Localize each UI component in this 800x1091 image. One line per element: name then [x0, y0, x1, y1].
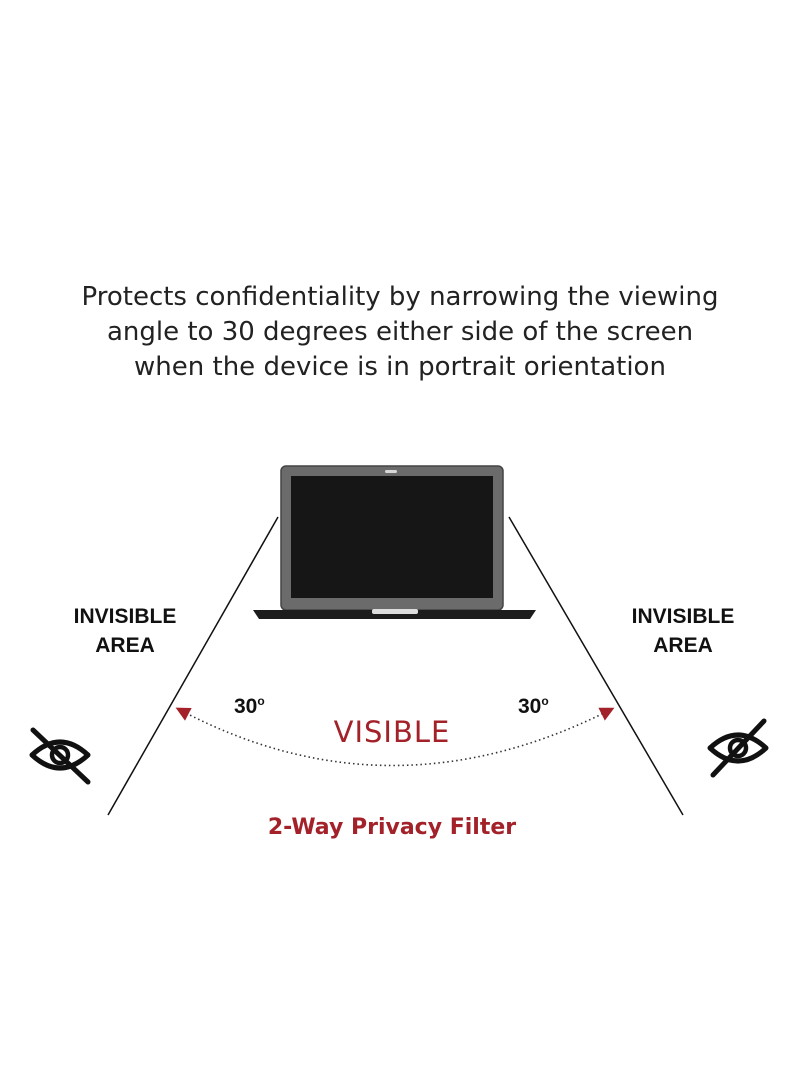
angle-degree-mark: o	[541, 694, 549, 708]
laptop-notch	[372, 609, 418, 614]
area-label-line: INVISIBLE	[73, 605, 177, 628]
area-label-line: INVISIBLE	[631, 605, 735, 628]
eye-slash-icon	[29, 727, 91, 785]
laptop-camera	[385, 470, 397, 473]
laptop-base	[253, 610, 536, 619]
right-invisible-area-label: INVISIBLE AREA	[593, 602, 773, 660]
description-text: Protects confidentiality by narrowing th…	[0, 280, 800, 385]
description-line: angle to 30 degrees either side of the s…	[106, 317, 694, 347]
angle-degree-mark: o	[257, 694, 265, 708]
description-line: Protects confidentiality by narrowing th…	[81, 282, 719, 312]
area-label-line: AREA	[95, 634, 155, 657]
right-angle-label: 30o	[518, 694, 549, 719]
angle-value: 30	[234, 695, 258, 718]
eye-slash-icon	[707, 718, 769, 778]
description-line: when the device is in portrait orientati…	[134, 352, 666, 382]
visible-label: VISIBLE	[333, 715, 451, 749]
right-boundary-line	[508, 516, 684, 816]
left-invisible-area-label: INVISIBLE AREA	[35, 602, 215, 660]
area-label-line: AREA	[653, 634, 713, 657]
left-angle-label: 30o	[234, 694, 265, 719]
angle-value: 30	[518, 695, 542, 718]
left-boundary-line	[107, 516, 279, 816]
viewing-angle-arc	[175, 707, 615, 767]
filter-title: 2-Way Privacy Filter	[267, 815, 517, 840]
laptop	[253, 465, 536, 619]
laptop-screen	[291, 476, 493, 598]
